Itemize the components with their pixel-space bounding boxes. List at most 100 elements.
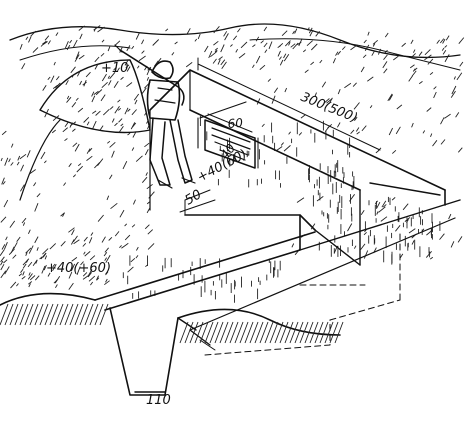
grass-stroke [337, 122, 341, 128]
grass-stroke [338, 40, 342, 44]
grass-stroke [126, 45, 131, 52]
grass-stroke [422, 130, 426, 134]
section-hatching [0, 303, 344, 344]
grass-stroke [99, 125, 104, 131]
grass-stroke [106, 195, 110, 201]
grass-stroke [353, 102, 360, 110]
grass-stroke [114, 231, 120, 237]
grass-stroke [42, 253, 47, 258]
section-hatch-line [69, 303, 79, 326]
grass-stroke [4, 266, 10, 275]
grass-stroke [87, 272, 92, 278]
grass-stroke [71, 229, 75, 236]
grass-stroke [47, 40, 51, 45]
grass-stroke [350, 44, 358, 51]
section-hatch-line [184, 321, 194, 344]
grass-stroke [292, 42, 299, 50]
grass-stroke [42, 248, 49, 255]
grass-stroke [279, 59, 284, 66]
grass-stroke [124, 107, 129, 115]
grass-stroke [440, 117, 445, 125]
grass-stroke [371, 50, 375, 56]
grass-stroke [367, 76, 374, 82]
grass-hatching [0, 25, 465, 303]
grass-stroke [442, 38, 446, 44]
grass-stroke [135, 255, 139, 259]
grass-stroke [252, 64, 255, 68]
section-hatch-line [334, 321, 344, 344]
grass-stroke [326, 98, 333, 104]
section-hatch-line [239, 321, 249, 344]
grass-stroke [217, 59, 221, 65]
grass-stroke [107, 140, 111, 144]
grass-stroke [20, 164, 25, 172]
grass-stroke [108, 236, 113, 241]
grass-stroke [444, 54, 450, 63]
section-hatch-line [294, 321, 304, 344]
grass-stroke [44, 35, 50, 41]
grass-stroke [127, 266, 134, 273]
grass-stroke [363, 250, 369, 259]
grass-stroke [93, 90, 99, 95]
grass-stroke [72, 142, 78, 148]
grass-stroke [68, 227, 75, 233]
label-step-width: 50 [183, 187, 205, 208]
grass-stroke [83, 116, 90, 123]
grass-stroke [440, 139, 446, 145]
grass-stroke [252, 44, 256, 48]
grass-stroke [113, 66, 117, 71]
grass-stroke [90, 232, 94, 236]
grass-stroke [396, 104, 403, 110]
grass-stroke [68, 163, 72, 168]
grass-stroke [418, 51, 423, 57]
grass-stroke [395, 225, 401, 232]
grass-stroke [298, 38, 303, 47]
grass-stroke [335, 51, 339, 56]
grass-stroke [213, 26, 220, 34]
grass-stroke [264, 49, 268, 53]
grass-stroke [85, 71, 91, 78]
grass-stroke [52, 263, 56, 268]
grass-stroke [119, 245, 122, 249]
section-hatch-line [314, 321, 324, 344]
grass-stroke [277, 45, 281, 48]
grass-stroke [107, 75, 110, 79]
grass-stroke [411, 53, 416, 58]
grass-stroke [90, 281, 94, 286]
grass-stroke [378, 206, 386, 213]
label-embrasure-width: 60 [227, 116, 244, 131]
dimension-lines [179, 57, 381, 216]
grass-stroke [92, 110, 97, 114]
section-hatch-line [254, 321, 264, 344]
grass-stroke [376, 211, 379, 215]
grass-stroke [22, 222, 26, 226]
grass-stroke [309, 29, 314, 37]
grass-stroke [146, 201, 150, 205]
grass-stroke [402, 203, 409, 211]
grass-stroke [214, 47, 218, 51]
grass-stroke [185, 62, 193, 68]
grass-stroke [146, 208, 150, 214]
grass-stroke [165, 28, 169, 32]
grass-stroke [137, 65, 140, 69]
grass-stroke [267, 78, 272, 82]
grass-stroke [141, 87, 147, 95]
grass-stroke [29, 275, 36, 281]
grass-stroke [401, 42, 406, 47]
grass-stroke [321, 81, 327, 88]
grass-stroke [347, 223, 353, 232]
grass-stroke [291, 243, 295, 248]
grass-stroke [344, 82, 352, 89]
section-hatch-line [309, 321, 319, 344]
grass-stroke [104, 257, 107, 261]
grass-stroke [97, 214, 104, 222]
grass-stroke [72, 174, 77, 178]
grass-stroke [66, 96, 72, 103]
grass-stroke [74, 143, 80, 152]
grass-stroke [76, 266, 81, 275]
grass-stroke [457, 147, 463, 153]
grass-stroke [101, 81, 108, 89]
grass-stroke [456, 72, 463, 81]
grass-stroke [10, 281, 17, 289]
grass-stroke [445, 35, 450, 41]
